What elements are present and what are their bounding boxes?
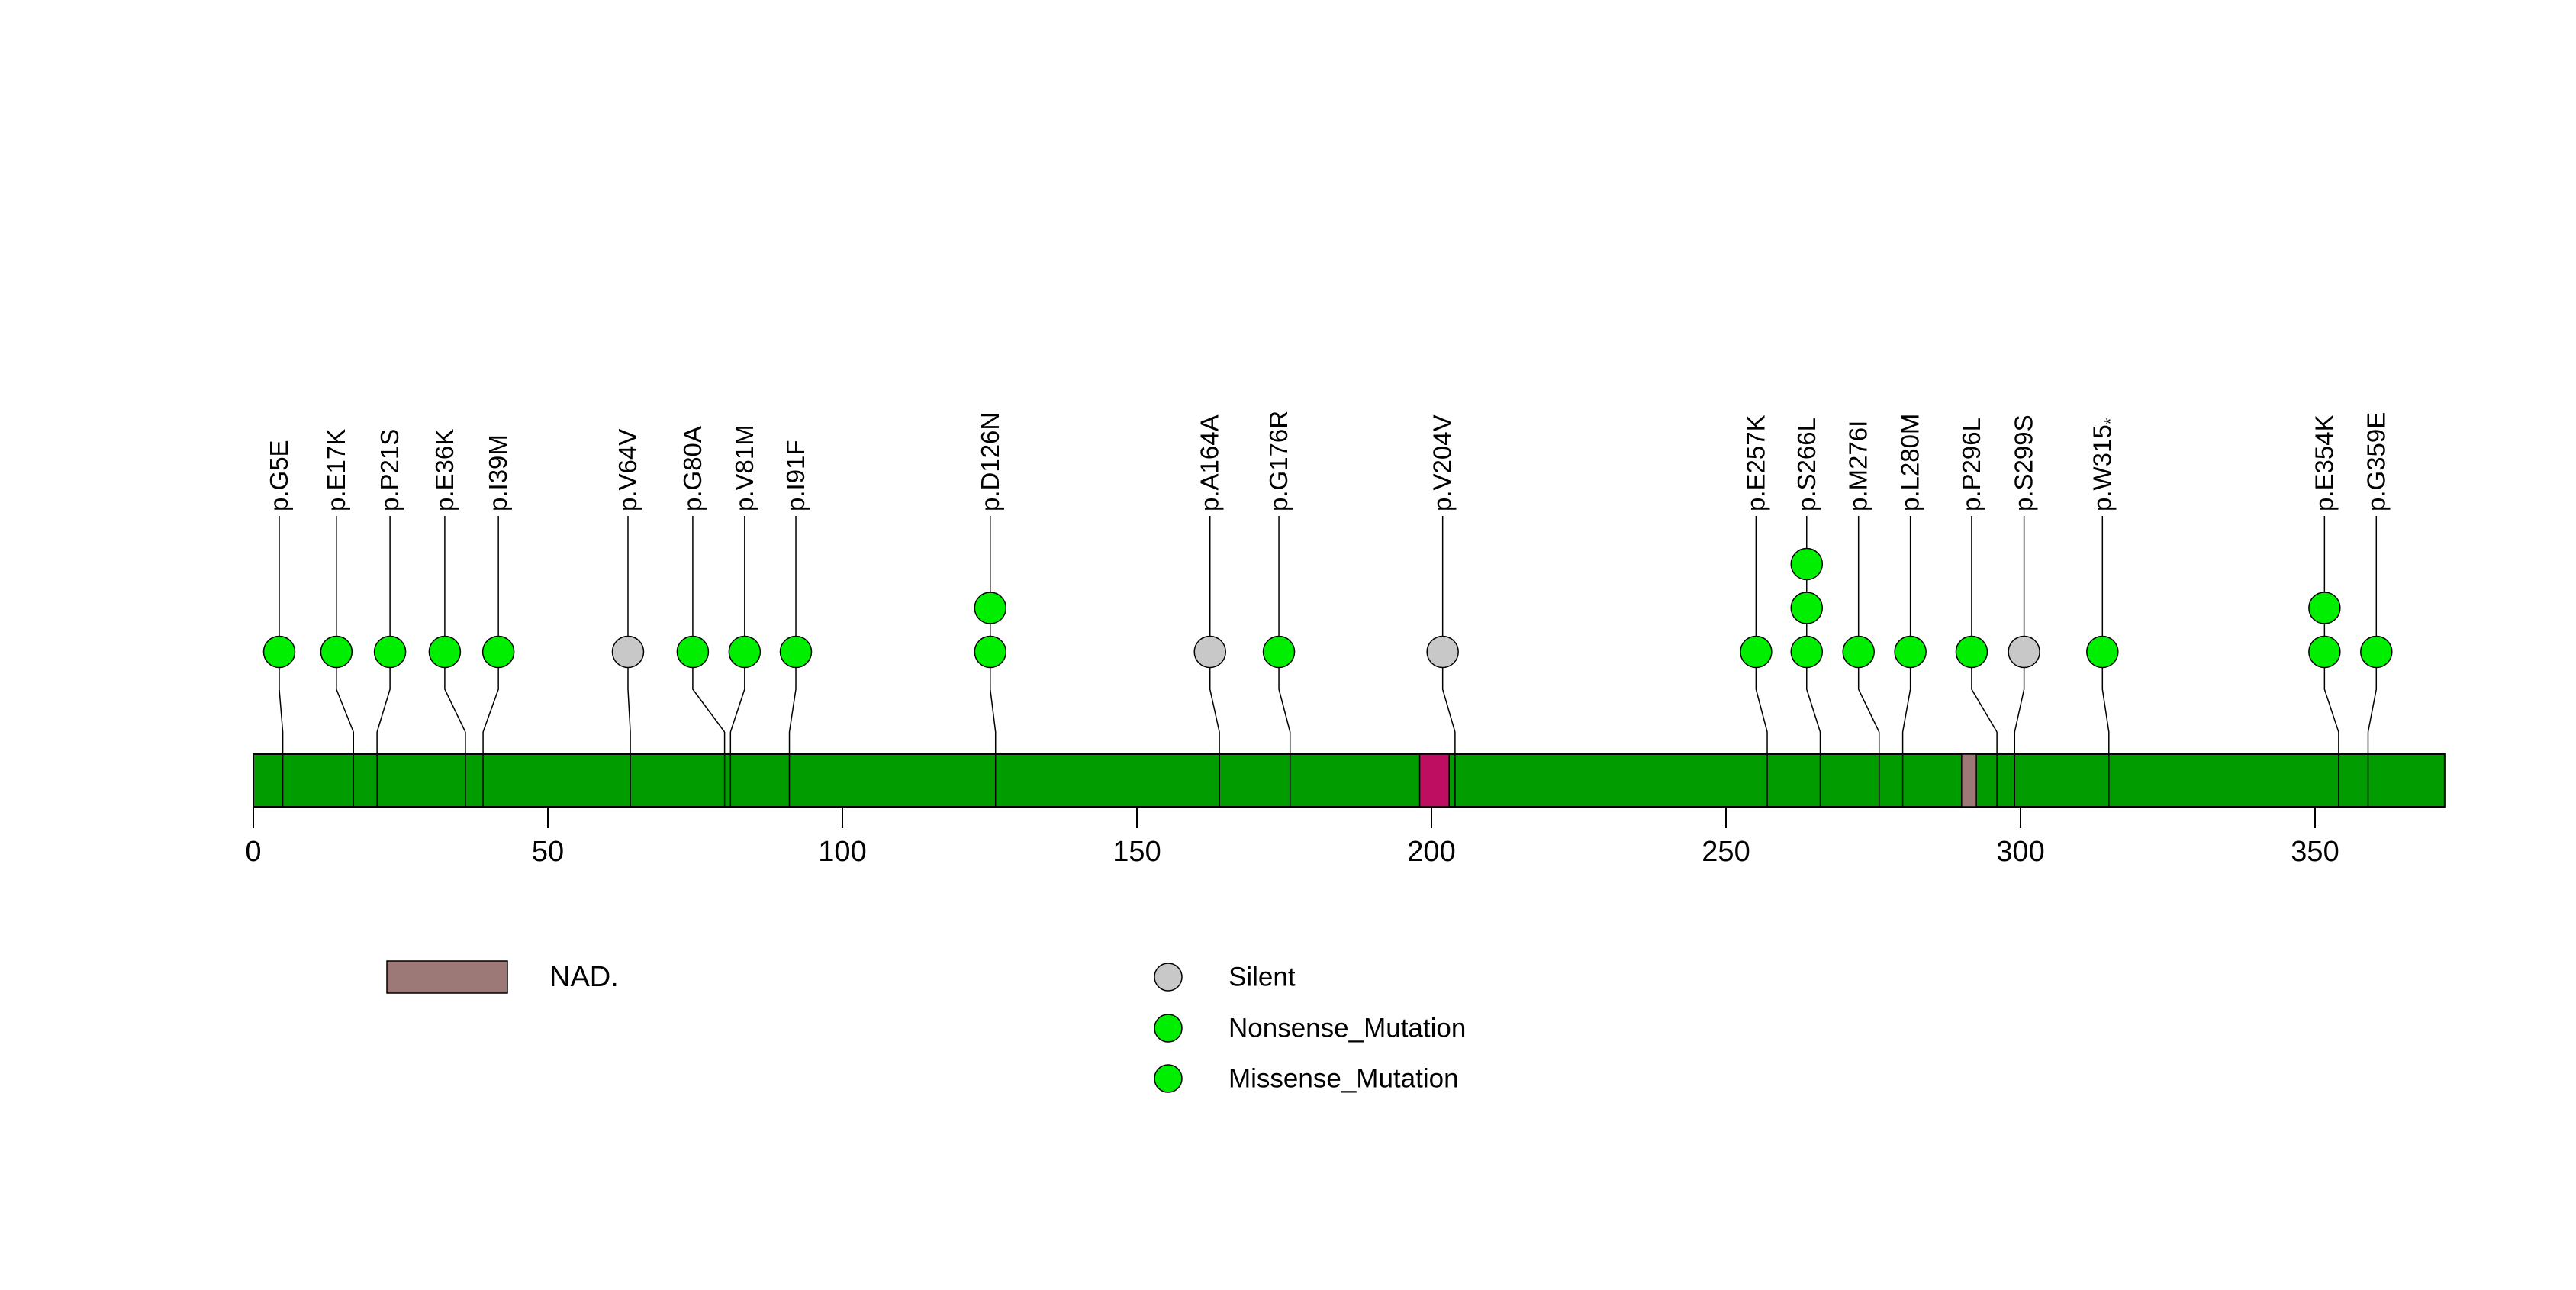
mutation-point: [676, 635, 710, 669]
lollipop-stem: [2014, 516, 2025, 733]
mutation-label: p.V64V: [613, 429, 642, 511]
lollipop-stem: [2101, 516, 2110, 733]
mutation-label: p.L280M: [1896, 414, 1924, 511]
legend-mutation-label: Nonsense_Mutation: [1228, 1014, 1466, 1043]
mutation-point: [1790, 592, 1824, 624]
mutation-label: p.I39M: [484, 434, 512, 511]
legend-layer: NAD. SilentNonsense_MutationMissense_Muta…: [386, 960, 1466, 1094]
mutation-label: p.W315*: [2088, 418, 2120, 511]
x-axis-tick-label: 250: [1702, 836, 1750, 868]
lollipop-stem: [1755, 516, 1768, 733]
x-axis-tick-label: 50: [532, 836, 564, 868]
mutation-point: [262, 635, 296, 669]
mutation-label: p.G80A: [678, 426, 707, 511]
gene-bar-layer: [253, 753, 2446, 808]
mutation-point: [320, 635, 353, 669]
legend-mutation-label: Silent: [1228, 963, 1296, 992]
mutation-label: p.A164A: [1196, 414, 1224, 511]
mutation-point: [1426, 635, 1459, 669]
mutation-point: [2308, 635, 2341, 669]
mutation-label: p.P21S: [375, 429, 404, 511]
mutation-label: p.E36K: [430, 429, 459, 511]
mutation-point: [2308, 592, 2341, 624]
lollipop-stem: [1278, 516, 1291, 733]
lollipop-stem: [788, 516, 797, 733]
x-axis-tick-label: 350: [2291, 836, 2339, 868]
stem-tails-layer: [282, 732, 2369, 807]
lollipop-stem: [279, 516, 284, 733]
mutation-label: p.E257K: [1741, 414, 1769, 511]
domain-block: [1418, 753, 1450, 808]
mutation-point: [1790, 547, 1824, 581]
mutation-label: p.S266L: [1792, 418, 1821, 511]
mutation-label: p.S299S: [2010, 414, 2038, 511]
mutation-label: p.V81M: [730, 424, 758, 511]
mutation-points-layer: [262, 547, 2393, 669]
mutation-label: p.G176R: [1264, 411, 1293, 511]
mutation-label: p.G5E: [265, 440, 293, 511]
x-axis-tick-label: 0: [245, 836, 261, 868]
mutation-point: [611, 635, 645, 669]
legend-mutation-swatch: [1154, 1014, 1183, 1043]
legend-mutation-swatch: [1154, 1064, 1183, 1093]
legend-domain-label: NAD.: [549, 961, 619, 993]
mutation-point: [1262, 635, 1296, 669]
legend-domain-swatch: [386, 960, 508, 994]
domain-block: [1961, 753, 1977, 808]
mutation-point: [481, 635, 515, 669]
mutation-point: [728, 635, 762, 669]
lollipop-stem: [2323, 516, 2339, 733]
mutation-point: [1790, 635, 1824, 669]
mutation-point: [373, 635, 407, 669]
mutation-point: [974, 635, 1007, 669]
lollipop-stem: [2367, 516, 2378, 733]
lollipop-stem: [444, 516, 466, 733]
lollipop-stem: [990, 516, 997, 733]
mutation-label: p.V204V: [1428, 414, 1457, 511]
x-axis-tick-label: 200: [1407, 836, 1455, 868]
lollipop-stem: [1857, 516, 1880, 733]
stems-layer: [279, 516, 2378, 733]
mutation-point: [974, 592, 1007, 624]
mutation-point: [1193, 635, 1226, 669]
legend-mutation-label: Missense_Mutation: [1228, 1064, 1459, 1094]
mutation-point: [1955, 635, 1988, 669]
mutation-label: p.I91F: [781, 440, 810, 511]
mutation-point: [1842, 635, 1875, 669]
mutation-point: [1894, 635, 1927, 669]
mutation-label: p.E354K: [2310, 414, 2338, 511]
gene-body-bar: [253, 753, 2446, 808]
mutation-point: [1740, 635, 1773, 669]
mutation-label: p.E17K: [322, 429, 350, 511]
lollipop-stem: [376, 516, 391, 733]
mutation-labels-layer: p.G5E p.E17K p.P21S p.E36K p.I39M p.V64V p.G80…: [265, 411, 2390, 511]
mutation-label: p.G359E: [2362, 412, 2390, 511]
mutation-label: p.P296L: [1957, 418, 1985, 511]
lollipop-stem: [336, 516, 354, 733]
mutation-point: [2008, 635, 2040, 669]
x-axis-layer: 0 50 100 150 200 250 300 350: [245, 807, 2339, 868]
x-axis-tick-label: 100: [818, 836, 866, 868]
mutation-point: [428, 635, 462, 669]
lollipop-stem: [627, 516, 631, 733]
legend-mutation-swatch: [1154, 963, 1183, 992]
mutation-point: [2360, 635, 2393, 669]
mutation-label: p.M276I: [1844, 421, 1872, 511]
lollipop-stem: [1441, 516, 1456, 733]
mutation-point: [2086, 635, 2119, 669]
lollipop-stem: [1209, 516, 1220, 733]
lollipop-stem: [1971, 516, 1998, 733]
x-axis-tick-label: 300: [1996, 836, 2044, 868]
mutation-label: p.D126N: [976, 412, 1004, 511]
x-axis-tick-label: 150: [1113, 836, 1161, 868]
lollipop-stem: [482, 516, 499, 733]
lollipop-stem: [1901, 516, 1911, 733]
mutation-point: [779, 635, 813, 669]
lollipop-stem: [692, 516, 726, 733]
lollipop-stem: [729, 516, 745, 733]
